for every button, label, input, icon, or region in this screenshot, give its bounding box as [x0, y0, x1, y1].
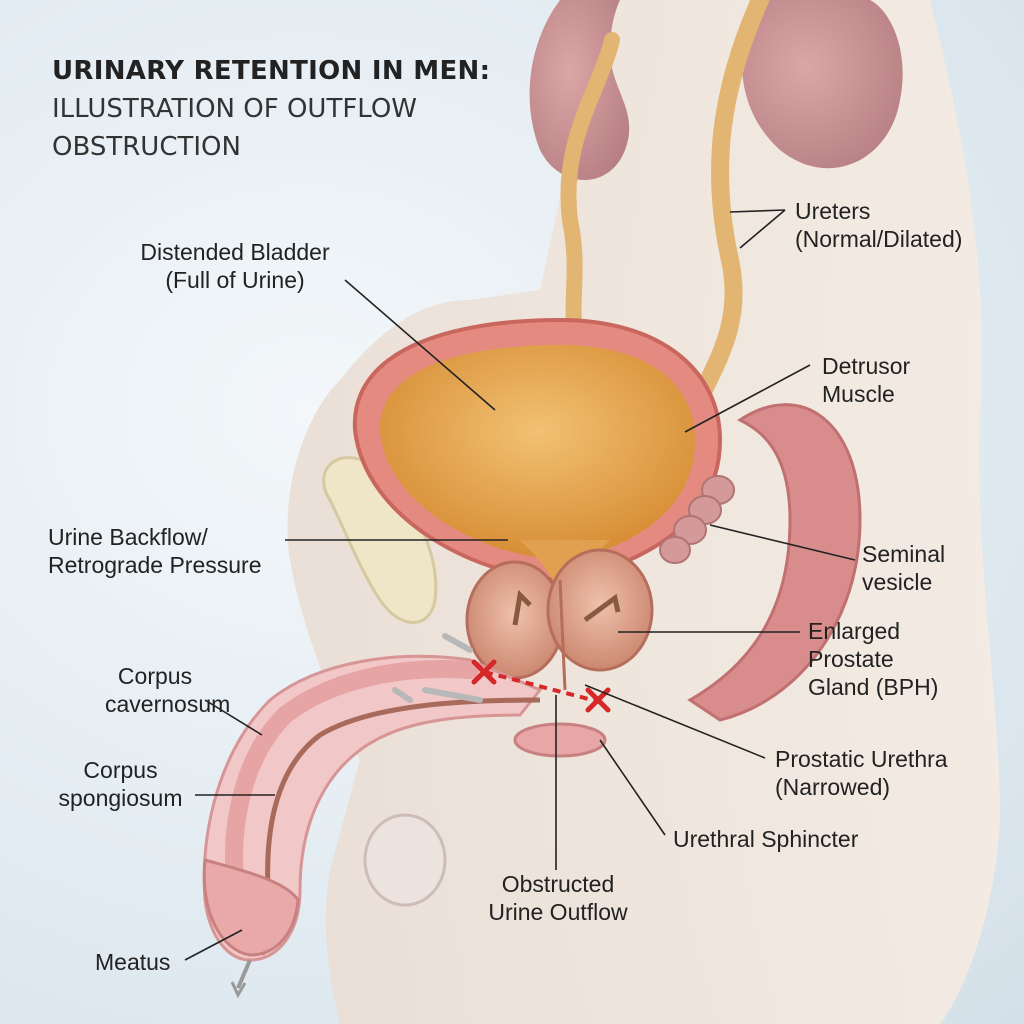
obstruction-marker-1 — [471, 659, 497, 685]
sphincter-leader — [599, 739, 666, 836]
bladder-urine — [379, 345, 695, 560]
label-enlarged-prostate: Enlarged Prostate Gland (BPH) — [808, 618, 939, 700]
corpus-cavernosum — [225, 660, 479, 889]
left-ureter — [560, 32, 620, 338]
label-prostatic-urethra: Prostatic Urethra (Narrowed) — [775, 746, 948, 800]
label-seminal-vesicle: Seminal vesicle — [862, 541, 946, 595]
detrusor-leader — [684, 364, 811, 433]
diagram-title: URINARY RETENTION IN MEN: — [52, 56, 491, 86]
meatus-arrow — [236, 959, 252, 989]
urethra-leader — [584, 684, 766, 759]
leader-lines — [184, 209, 856, 961]
seminal-leader — [709, 524, 856, 561]
urethral-sphincter — [513, 722, 607, 758]
meatus-leader — [184, 929, 243, 961]
right-ureter — [681, 0, 769, 429]
label-urine-backflow: Urine Backflow/ Retrograde Pressure — [48, 524, 262, 578]
backflow-arrows — [392, 633, 483, 703]
rectum — [687, 403, 862, 722]
testicle — [363, 813, 447, 907]
obstruction-line — [484, 670, 601, 704]
ureters-leader — [729, 209, 786, 249]
label-detrusor-muscle: Detrusor Muscle — [822, 353, 911, 407]
diagram-subtitle: ILLUSTRATION OF OUTFLOW OBSTRUCTION — [52, 94, 418, 162]
urethra-channel — [259, 697, 541, 956]
right-kidney — [742, 0, 903, 169]
bladder-leader — [344, 279, 496, 411]
label-ureters: Ureters (Normal/Dilated) — [795, 198, 963, 252]
cavernosum-leader — [204, 699, 263, 736]
label-distended-bladder: Distended Bladder (Full of Urine) — [140, 239, 330, 293]
label-meatus: Meatus — [95, 949, 171, 975]
label-urethral-sphincter: Urethral Sphincter — [673, 826, 859, 852]
label-corpus-cavernosum: Corpus cavernosum — [105, 663, 231, 717]
label-corpus-spongiosum: Corpus spongiosum — [58, 757, 183, 811]
label-obstructed-outflow: Obstructed Urine Outflow — [488, 871, 628, 925]
seminal-vesicle — [659, 475, 735, 564]
glans — [202, 858, 300, 957]
